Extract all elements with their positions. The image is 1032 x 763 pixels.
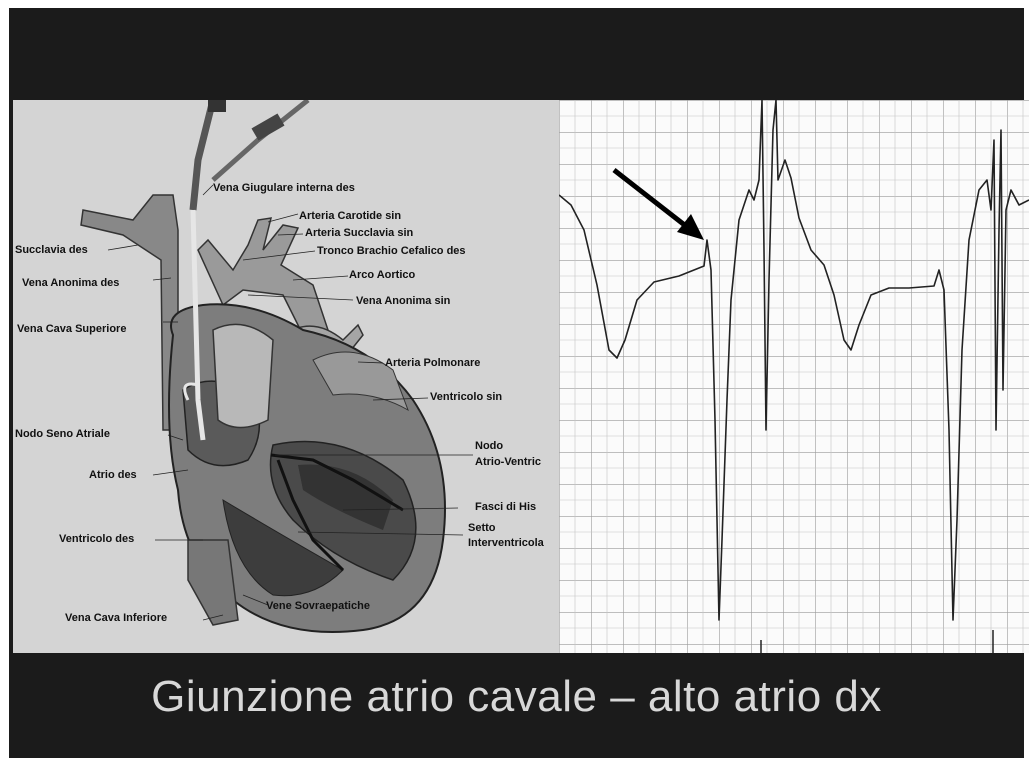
label-arteria-carotide-sin: Arteria Carotide sin (299, 210, 401, 223)
label-atrio-des: Atrio des (89, 469, 137, 482)
label-nodo-seno-atriale: Nodo Seno Atriale (15, 428, 110, 441)
label-vena-giugulare-interna-des: Vena Giugulare interna des (213, 182, 355, 195)
label-tronco-brachio-cefalico-des: Tronco Brachio Cefalico des (317, 245, 466, 258)
label-vena-cava-inferiore: Vena Cava Inferiore (65, 612, 167, 625)
label-ventricolo-des: Ventricolo des (59, 533, 134, 546)
label-vena-cava-superiore: Vena Cava Superiore (17, 323, 126, 336)
label-setto: Setto (468, 522, 496, 535)
label-arteria-succlavia-sin: Arteria Succlavia sin (305, 227, 413, 240)
label-vena-anonima-sin: Vena Anonima sin (356, 295, 450, 308)
label-vene-sovraepatiche: Vene Sovraepatiche (266, 600, 370, 613)
label-interventricolare: Interventricola (468, 537, 544, 550)
heart-diagram-panel: Vena Giugulare interna des Arteria Carot… (13, 100, 559, 653)
label-atrio-ventric: Atrio-Ventric (475, 456, 541, 469)
label-arteria-polmonare: Arteria Polmonare (385, 357, 480, 370)
slide-title: Giunzione atrio cavale – alto atrio dx (9, 672, 1024, 722)
label-fasci-di-his: Fasci di His (475, 501, 536, 514)
ecg-strip-panel (559, 100, 1029, 653)
ecg-trace (559, 100, 1029, 653)
label-nodo: Nodo (475, 440, 503, 453)
label-arco-aortico: Arco Aortico (349, 269, 415, 282)
label-ventricolo-sin: Ventricolo sin (430, 391, 502, 404)
label-succlavia-des: Succlavia des (15, 244, 88, 257)
label-vena-anonima-des: Vena Anonima des (22, 277, 119, 290)
